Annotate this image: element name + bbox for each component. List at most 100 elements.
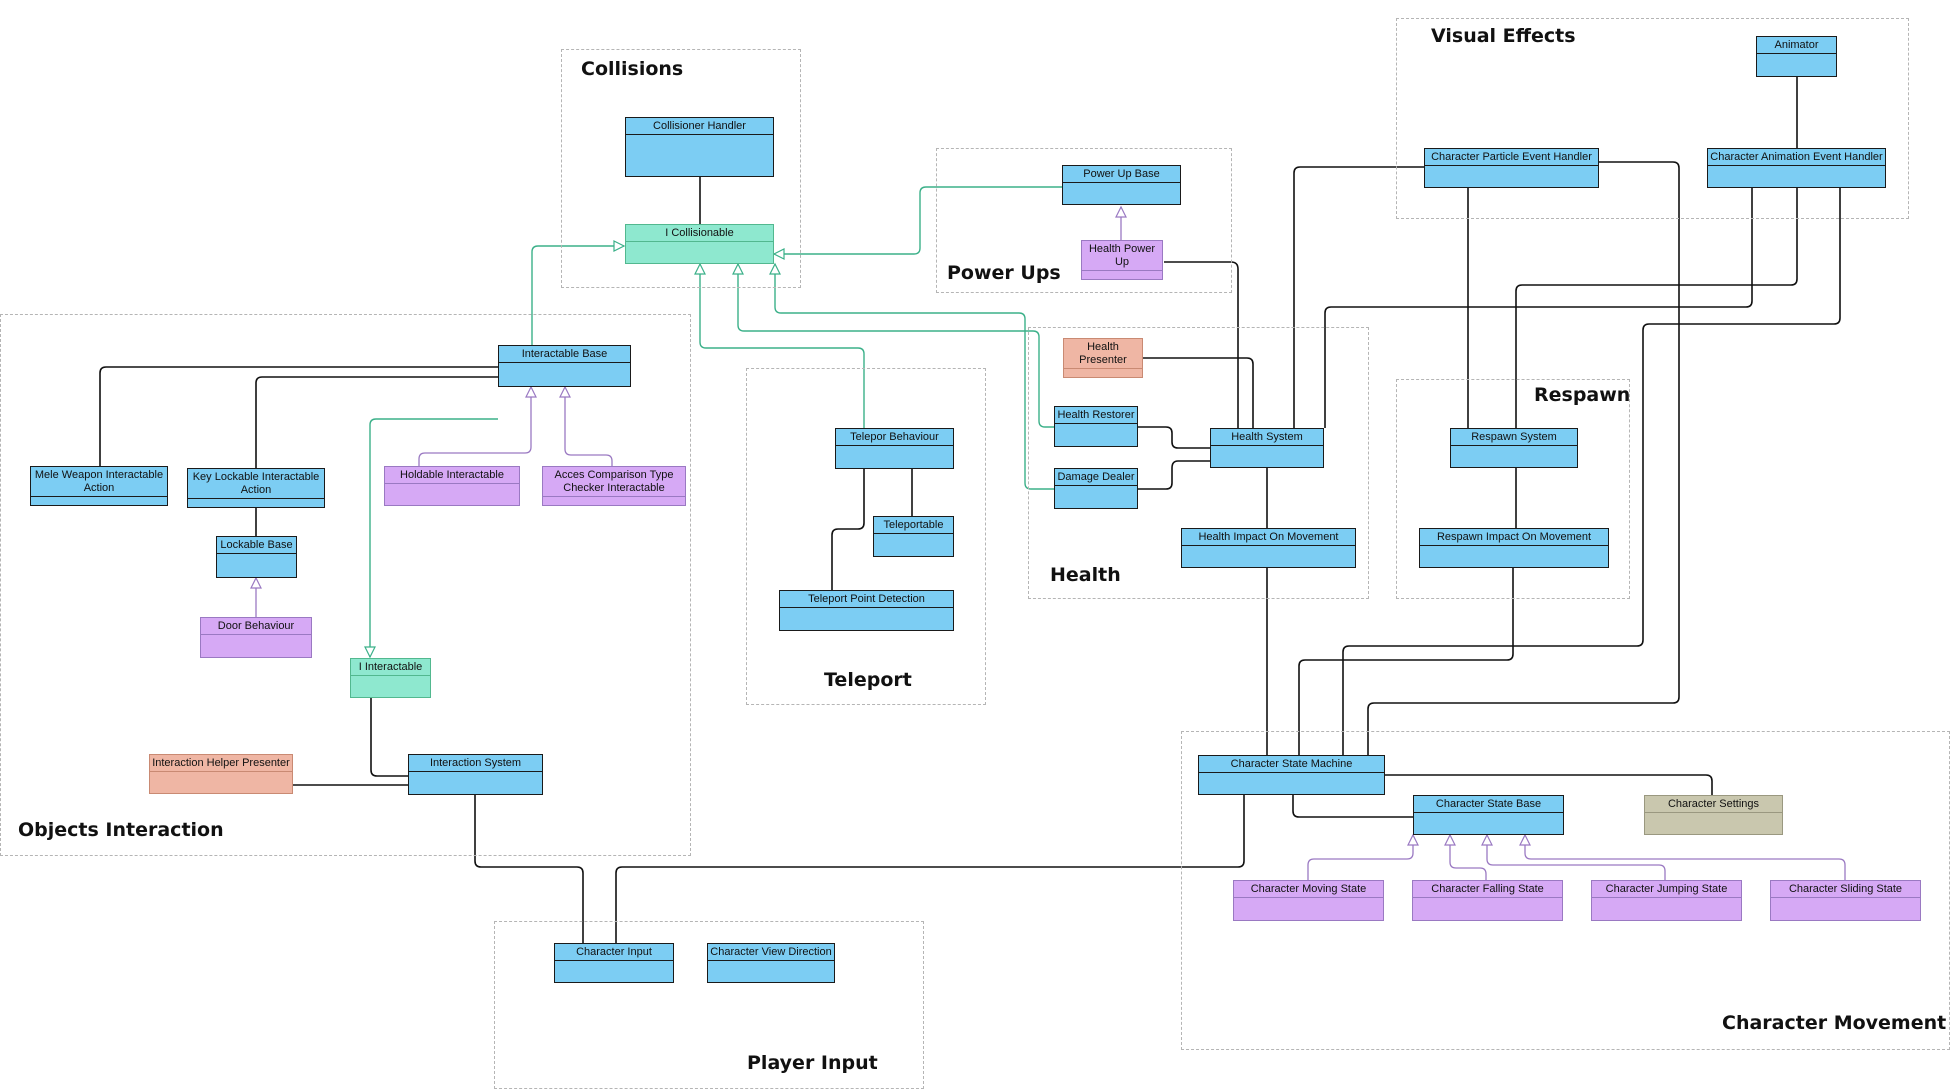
class-character-moving-state[interactable]: Character Moving State — [1233, 880, 1384, 921]
class-name: Respawn System — [1451, 429, 1577, 446]
link-particle-healthsystem — [1293, 166, 1424, 428]
link-presenter-healthsystem — [1143, 357, 1254, 428]
interface-i-collisionable[interactable]: I Collisionable — [625, 224, 774, 264]
group-visual-effects: Visual Effects — [1396, 18, 1909, 219]
class-character-state-base[interactable]: Character State Base — [1413, 795, 1564, 835]
class-acces-comparison-type-checker-interactable[interactable]: Acces Comparison Type Checker Interactab… — [542, 466, 686, 506]
class-name: Telepor Behaviour — [836, 429, 953, 446]
class-telepor-behaviour[interactable]: Telepor Behaviour — [835, 428, 954, 469]
link-restorer-icollisionable — [732, 262, 1054, 428]
group-label: Respawn — [1534, 384, 1631, 406]
link-anim-healthsystem — [1324, 188, 1753, 428]
group-label: Visual Effects — [1431, 25, 1576, 47]
class-health-system[interactable]: Health System — [1210, 428, 1324, 468]
link-falling-statebase — [1444, 833, 1487, 880]
class-teleportable[interactable]: Teleportable — [873, 516, 954, 557]
link-powerup-icollisionable — [772, 186, 1062, 260]
link-sliding-statebase — [1519, 833, 1846, 880]
link-statemachine-settings — [1385, 774, 1713, 795]
class-name: Power Up Base — [1063, 166, 1180, 183]
class-lockable-base[interactable]: Lockable Base — [216, 536, 297, 578]
class-holdable-interactable[interactable]: Holdable Interactable — [384, 466, 520, 506]
class-name: Character Falling State — [1413, 881, 1562, 898]
class-name: I Interactable — [351, 659, 430, 676]
class-name: Interactable Base — [499, 346, 630, 363]
class-respawn-impact-on-movement[interactable]: Respawn Impact On Movement — [1419, 528, 1609, 568]
class-health-restorer[interactable]: Health Restorer — [1054, 406, 1138, 447]
class-name: Respawn Impact On Movement — [1420, 529, 1608, 546]
class-damage-dealer[interactable]: Damage Dealer — [1054, 468, 1138, 509]
class-name: Teleportable — [874, 517, 953, 534]
class-character-falling-state[interactable]: Character Falling State — [1412, 880, 1563, 921]
link-interactable-mele — [99, 366, 498, 466]
link-telepor-tpdetection — [831, 469, 865, 590]
class-name: Animator — [1757, 37, 1836, 54]
group-label: Character Movement — [1722, 1012, 1947, 1034]
class-name: Key Lockable Interactable Action — [188, 469, 324, 499]
link-iinteractable-interaction — [370, 698, 408, 777]
class-name: Acces Comparison Type Checker Interactab… — [543, 467, 685, 497]
link-jumping-statebase — [1481, 833, 1666, 880]
link-interaction-input — [474, 795, 584, 943]
class-name: Character Moving State — [1234, 881, 1383, 898]
class-name: Holdable Interactable — [385, 467, 519, 484]
class-name: Collisioner Handler — [626, 118, 773, 135]
inheritance-lines — [250, 205, 1846, 880]
group-label: Health — [1050, 564, 1121, 586]
class-health-power-up[interactable]: Health Power Up — [1081, 240, 1163, 280]
class-name: Health Restorer — [1055, 407, 1137, 424]
class-health-impact-on-movement[interactable]: Health Impact On Movement — [1181, 528, 1356, 568]
group-health: Health — [1028, 327, 1369, 599]
link-statemachine-input — [615, 795, 1245, 943]
link-dealer-healthsystem — [1138, 460, 1210, 490]
group-character-movement: Character Movement — [1181, 731, 1950, 1050]
class-name: Character Sliding State — [1771, 881, 1920, 898]
class-door-behaviour[interactable]: Door Behaviour — [200, 617, 312, 658]
class-name: Character State Base — [1414, 796, 1563, 813]
class-character-animation-event-handler[interactable]: Character Animation Event Handler — [1707, 148, 1886, 188]
class-name: Teleport Point Detection — [780, 591, 953, 608]
link-interactable-iinteractable — [364, 418, 498, 659]
class-interactable-base[interactable]: Interactable Base — [498, 345, 631, 387]
class-character-jumping-state[interactable]: Character Jumping State — [1591, 880, 1742, 921]
class-name: Door Behaviour — [201, 618, 311, 635]
group-objects-interaction: Objects Interaction — [0, 314, 691, 856]
class-animator[interactable]: Animator — [1756, 36, 1837, 77]
class-interaction-system[interactable]: Interaction System — [408, 754, 543, 795]
class-name: Health Power Up — [1082, 241, 1162, 271]
class-interaction-helper-presenter[interactable]: Interaction Helper Presenter — [149, 754, 293, 794]
class-character-input[interactable]: Character Input — [554, 943, 674, 983]
class-character-sliding-state[interactable]: Character Sliding State — [1770, 880, 1921, 921]
class-name: Character State Machine — [1199, 756, 1384, 773]
class-character-particle-event-handler[interactable]: Character Particle Event Handler — [1424, 148, 1599, 188]
class-name: Character Particle Event Handler — [1425, 149, 1598, 166]
link-particle-statemachine — [1367, 161, 1680, 755]
class-power-up-base[interactable]: Power Up Base — [1062, 165, 1181, 205]
link-statemachine-statebase — [1292, 795, 1413, 818]
link-moving-statebase — [1307, 833, 1419, 880]
class-character-settings[interactable]: Character Settings — [1644, 795, 1783, 835]
class-character-state-machine[interactable]: Character State Machine — [1198, 755, 1385, 795]
interface-i-interactable[interactable]: I Interactable — [350, 658, 431, 698]
class-name: Character View Direction — [708, 944, 834, 961]
link-telepor-icollisionable — [694, 262, 865, 428]
class-name: Interaction System — [409, 755, 542, 772]
class-mele-weapon-interactable-action[interactable]: Mele Weapon Interactable Action — [30, 466, 168, 506]
class-health-presenter[interactable]: Health Presenter — [1063, 338, 1143, 378]
class-respawn-system[interactable]: Respawn System — [1450, 428, 1578, 468]
link-interactable-keylockable — [255, 376, 498, 468]
link-anim-respawn — [1515, 188, 1798, 428]
class-key-lockable-interactable-action[interactable]: Key Lockable Interactable Action — [187, 468, 325, 508]
class-name: I Collisionable — [626, 225, 773, 242]
class-collisioner-handler[interactable]: Collisioner Handler — [625, 117, 774, 177]
class-name: Health System — [1211, 429, 1323, 446]
class-teleport-point-detection[interactable]: Teleport Point Detection — [779, 590, 954, 631]
group-label: Objects Interaction — [18, 819, 224, 841]
group-label: Power Ups — [947, 262, 1061, 284]
class-character-view-direction[interactable]: Character View Direction — [707, 943, 835, 983]
group-label: Player Input — [747, 1052, 878, 1074]
class-name: Mele Weapon Interactable Action — [31, 467, 167, 497]
group-respawn: Respawn — [1396, 379, 1630, 599]
class-name: Character Settings — [1645, 796, 1782, 813]
group-teleport: Teleport — [746, 368, 986, 705]
